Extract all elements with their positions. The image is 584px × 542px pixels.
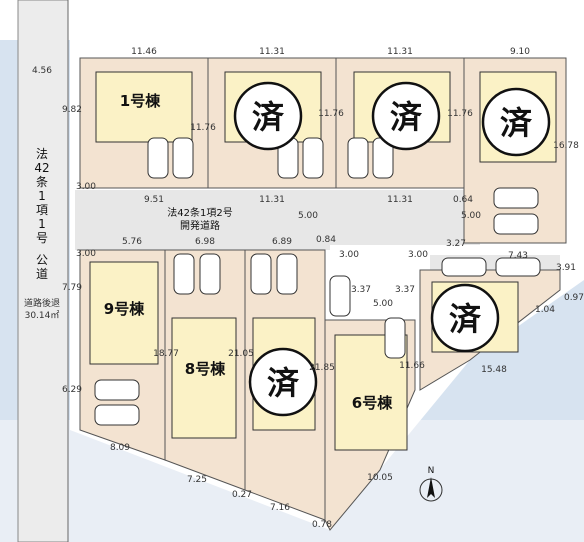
sold-mark-4: 済 <box>500 104 533 142</box>
dim-d14: 0.64 <box>453 195 473 205</box>
road-label-4: 項 <box>36 203 48 217</box>
dim-d20: 6.89 <box>272 237 292 247</box>
dim-d12: 11.31 <box>259 195 285 205</box>
dim-d15: 5.00 <box>298 211 318 221</box>
dim-d28: 1.04 <box>535 305 555 315</box>
dim-d44: 0.78 <box>312 520 332 530</box>
dim-d13: 11.31 <box>387 195 413 205</box>
car-5a <box>441 257 487 277</box>
dim-d2: 11.31 <box>259 47 285 57</box>
car-4b <box>493 213 539 235</box>
dim-d30: 5.00 <box>373 299 393 309</box>
dim-d4: 9.10 <box>510 47 530 57</box>
dim-d36: 21.85 <box>309 363 335 373</box>
dim-d7: 11.76 <box>318 109 344 119</box>
car-7b <box>276 253 298 295</box>
dim-d19: 6.98 <box>195 237 215 247</box>
dim-d43: 10.05 <box>367 473 393 483</box>
dev-road-label-2: 開発道路 <box>180 219 220 232</box>
car-5b <box>495 257 541 277</box>
car-3a <box>347 137 369 179</box>
car-6 <box>384 317 406 359</box>
lot-8-label: 8号棟 <box>185 360 226 378</box>
dim-d27: 0.97 <box>564 293 584 303</box>
road-label-0: 法 <box>36 147 48 161</box>
car-9a <box>94 379 140 401</box>
dim-d25: 7.43 <box>508 251 528 261</box>
road-label-1: 42 <box>34 161 49 175</box>
car-8b <box>199 253 221 295</box>
lot-1-label: 1号棟 <box>120 92 161 110</box>
dim-d6: 11.76 <box>190 123 216 133</box>
dim-d17: 3.00 <box>76 249 96 259</box>
dim-d32: 7.79 <box>62 283 82 293</box>
road-label-5: 1 <box>38 217 46 231</box>
dim-d11: 9.51 <box>144 195 164 205</box>
road-label-6: 号 <box>36 231 48 245</box>
sold-mark-2: 済 <box>252 98 285 136</box>
dim-d24: 3.27 <box>446 239 466 249</box>
sold-marker-lot-7: 済 <box>248 347 318 417</box>
sold-mark-5: 済 <box>449 300 482 338</box>
car-9b <box>94 404 140 426</box>
car-7a <box>250 253 272 295</box>
dim-d3: 11.31 <box>387 47 413 57</box>
north-arrow-icon <box>427 477 435 498</box>
house-9 <box>89 261 159 365</box>
dim-d8: 11.76 <box>447 109 473 119</box>
dim-d1: 11.46 <box>131 47 157 57</box>
sold-marker-lot-5: 済 <box>430 283 500 353</box>
sold-mark-7: 済 <box>267 364 300 402</box>
dim-d26: 3.91 <box>556 263 576 273</box>
dim-d39: 8.09 <box>110 443 130 453</box>
car-6b <box>329 275 351 317</box>
dim-d42: 7.16 <box>270 503 290 513</box>
sold-marker-lot-4: 済 <box>481 87 551 157</box>
setback-area: 30.14㎡ <box>25 310 60 321</box>
dim-d16: 5.00 <box>461 211 481 221</box>
road-label-2: 条 <box>36 175 48 189</box>
dim-d38: 15.48 <box>481 365 507 375</box>
road-width: 4.56 <box>32 66 52 76</box>
dim-d40: 7.25 <box>187 475 207 485</box>
dim-d33: 6.29 <box>62 385 82 395</box>
setback-label: 道路後退 <box>24 297 60 309</box>
north-label: N <box>428 466 435 476</box>
dim-d18: 5.76 <box>122 237 142 247</box>
dim-d9: 16.78 <box>553 141 579 151</box>
car-4a <box>493 187 539 209</box>
north-arrow: N <box>419 466 443 502</box>
sold-marker-lot-2: 済 <box>233 81 303 151</box>
public-road <box>17 0 69 542</box>
sold-mark-3: 済 <box>390 98 423 136</box>
dim-d35: 21.05 <box>228 349 254 359</box>
car-2b <box>302 137 324 179</box>
lot-9-label: 9号棟 <box>104 300 145 318</box>
dim-d41: 0.27 <box>232 490 252 500</box>
dim-d31: 3.37 <box>395 285 415 295</box>
dim-d37: 11.66 <box>399 361 425 371</box>
car-8a <box>173 253 195 295</box>
dim-d22: 3.00 <box>339 250 359 260</box>
dev-road-label-1: 法42条1項2号 <box>167 206 232 219</box>
dim-d5: 9.82 <box>62 105 82 115</box>
dim-d34: 18.77 <box>153 349 179 359</box>
car-1a <box>147 137 169 179</box>
parking-cars <box>94 137 541 426</box>
car-1b <box>172 137 194 179</box>
road-label-3: 1 <box>38 189 46 203</box>
house-1 <box>95 71 193 143</box>
public-road-label: 法 42 条 1 項 1 号 公 道 <box>34 147 49 281</box>
dim-d23: 3.00 <box>408 250 428 260</box>
sold-marker-lot-3: 済 <box>371 81 441 151</box>
road-label-8: 公 <box>36 253 48 267</box>
top-area <box>0 0 584 40</box>
dim-d10: 3.00 <box>76 182 96 192</box>
lot-6-label: 6号棟 <box>352 394 393 412</box>
house-8 <box>171 317 237 439</box>
dim-d29: 3.37 <box>351 285 371 295</box>
road-label-9: 道 <box>36 267 48 281</box>
dim-d21: 0.84 <box>316 235 336 245</box>
